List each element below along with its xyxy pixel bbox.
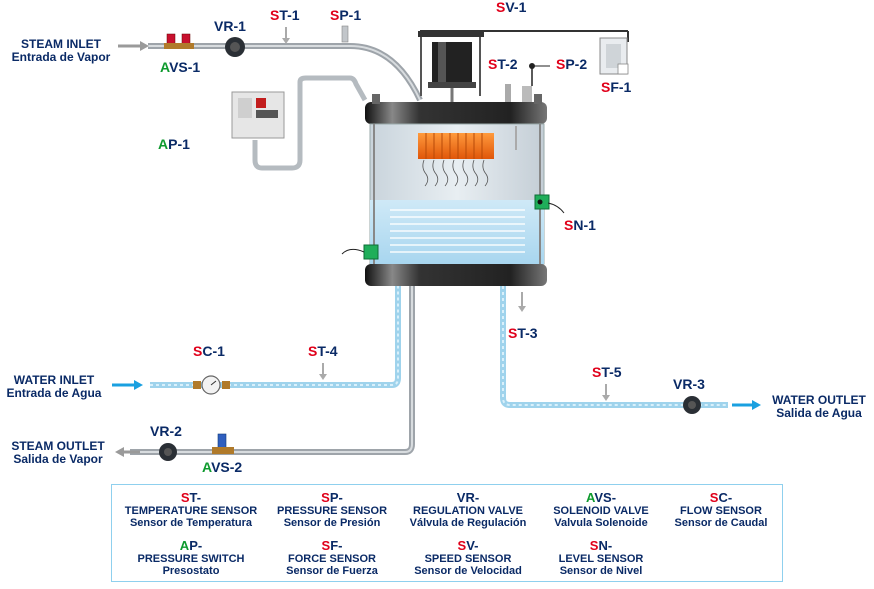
steam-outlet-label-en: STEAM OUTLET xyxy=(11,439,105,453)
vessel-top-plate xyxy=(365,63,550,124)
tag-st5: ST-5 xyxy=(592,364,622,380)
steam-inlet-label-es: Entrada de Vapor xyxy=(11,50,111,64)
legend-item-solenoid-valve: AVS- SOLENOID VALVE Valvula Solenoide xyxy=(540,491,662,530)
tag-vr3: VR-3 xyxy=(673,376,705,392)
water-outlet-label-es: Salida de Agua xyxy=(776,406,862,420)
legend-es: Sensor de Velocidad xyxy=(414,565,522,577)
legend-es: Presostato xyxy=(162,565,220,577)
legend-en: TEMPERATURE SENSOR xyxy=(124,505,258,517)
legend-es: Sensor de Temperatura xyxy=(129,517,253,529)
tag-avs1: AVS-1 xyxy=(160,59,201,75)
legend-en: FORCE SENSOR xyxy=(287,553,376,565)
steam-inlet-label: STEAM INLET Entrada de Vapor xyxy=(6,38,116,64)
legend-en: FLOW SENSOR xyxy=(680,505,762,517)
legend-es: Sensor de Presión xyxy=(283,517,381,529)
regulation-valve-vr1 xyxy=(225,37,245,57)
tag-sv1: SV-1 xyxy=(496,0,527,15)
tag-st2: ST-2 xyxy=(488,56,518,72)
solenoid-valve-avs1 xyxy=(164,33,194,49)
steam-inlet-arrow xyxy=(118,41,149,51)
legend-es: Sensor de Nivel xyxy=(559,565,643,577)
temperature-probe-st3 xyxy=(518,292,526,312)
legend-item-pressure-switch: AP- PRESSURE SWITCH Presostato xyxy=(116,539,266,578)
tag-st4: ST-4 xyxy=(308,343,338,359)
steam-outlet-pipe xyxy=(130,286,415,455)
legend-item-level: SN- LEVEL SENSOR Sensor de Nivel xyxy=(540,539,662,578)
legend-es: Sensor de Fuerza xyxy=(286,565,378,577)
legend-item-regulation-valve: VR- REGULATION VALVE Válvula de Regulaci… xyxy=(398,491,538,530)
legend-es: Valvula Solenoide xyxy=(554,517,648,529)
temperature-probe-st1 xyxy=(282,27,290,44)
legend-item-force: SF- FORCE SENSOR Sensor de Fuerza xyxy=(268,539,396,578)
tag-vr2: VR-2 xyxy=(150,423,182,439)
tag-sc1: SC-1 xyxy=(193,343,225,359)
water-outlet-arrow xyxy=(732,400,761,410)
water-inlet-arrow xyxy=(112,380,143,390)
vessel-bottom-plate xyxy=(365,264,547,286)
legend-item-flow: SC- FLOW SENSOR Sensor de Caudal xyxy=(664,491,778,530)
water-inlet-pipe xyxy=(150,286,401,388)
legend-box: ST- TEMPERATURE SENSOR Sensor de Tempera… xyxy=(111,484,783,582)
steam-inlet-label-en: STEAM INLET xyxy=(21,37,101,51)
tag-st3: ST-3 xyxy=(508,325,538,341)
legend-en: PRESSURE SENSOR xyxy=(276,505,388,517)
regulation-valve-vr2 xyxy=(159,443,177,461)
legend-en: LEVEL SENSOR xyxy=(558,553,644,565)
temperature-probe-st4 xyxy=(319,363,327,380)
tag-sf1: SF-1 xyxy=(601,79,632,95)
tag-st1: ST-1 xyxy=(270,7,300,23)
tag-sp2: SP-2 xyxy=(556,56,588,72)
tag-sn1: SN-1 xyxy=(564,217,596,233)
water-inlet-label: WATER INLET Entrada de Agua xyxy=(0,374,108,400)
water-inlet-label-es: Entrada de Agua xyxy=(6,386,102,400)
steam-outlet-label-es: Salida de Vapor xyxy=(13,452,103,466)
steam-inlet-pipe xyxy=(148,43,423,102)
water-outlet-label: WATER OUTLET Salida de Agua xyxy=(764,394,874,420)
steam-outlet-arrow xyxy=(115,447,140,457)
condensation-vessel xyxy=(369,123,545,265)
pressure-switch-ap1 xyxy=(231,75,368,171)
force-sensor-sf1 xyxy=(599,31,629,75)
legend-en: SOLENOID VALVE xyxy=(553,505,649,517)
water-inlet-label-en: WATER INLET xyxy=(13,373,95,387)
steam-outlet-label: STEAM OUTLET Salida de Vapor xyxy=(0,440,116,466)
legend-item-pressure: SP- PRESSURE SENSOR Sensor de Presión xyxy=(268,491,396,530)
legend-item-speed: SV- SPEED SENSOR Sensor de Velocidad xyxy=(398,539,538,578)
water-outlet-label-en: WATER OUTLET xyxy=(772,393,866,407)
legend-en: REGULATION VALVE xyxy=(413,505,523,517)
level-sensor-low xyxy=(341,244,379,260)
flow-sensor-sc1 xyxy=(193,375,230,395)
speed-sensor-frame-sv1 xyxy=(418,30,628,120)
temperature-probe-st5 xyxy=(602,384,610,401)
level-sensor-sn1 xyxy=(534,194,565,214)
legend-es: Sensor de Caudal xyxy=(674,517,768,529)
legend-item-temperature: ST- TEMPERATURE SENSOR Sensor de Tempera… xyxy=(116,491,266,530)
legend-en: SPEED SENSOR xyxy=(424,553,512,565)
legend-es: Válvula de Regulación xyxy=(409,517,527,529)
tag-vr1: VR-1 xyxy=(214,18,246,34)
legend-en: PRESSURE SWITCH xyxy=(137,553,245,565)
tag-sp1: SP-1 xyxy=(330,7,362,23)
tag-ap1: AP-1 xyxy=(158,136,190,152)
solenoid-valve-avs2 xyxy=(212,433,234,454)
water-outlet-pipe xyxy=(500,286,728,408)
tag-avs2: AVS-2 xyxy=(202,459,243,475)
regulation-valve-vr3 xyxy=(683,396,701,414)
pressure-sensor-sp1 xyxy=(341,25,349,43)
